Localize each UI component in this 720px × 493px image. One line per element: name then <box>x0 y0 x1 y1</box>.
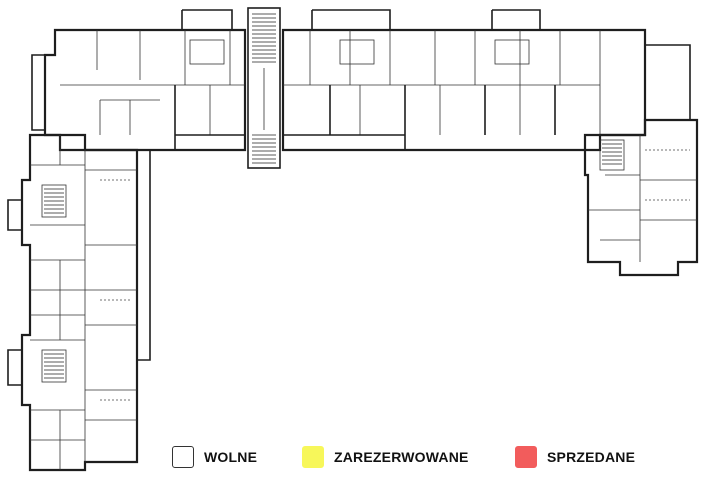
right-wing <box>583 118 699 277</box>
left-wing <box>7 133 151 472</box>
legend-label-zarezerwowane: ZAREZERWOWANE <box>334 449 469 465</box>
top-wing <box>31 9 691 152</box>
central-staircase <box>247 7 281 169</box>
legend-wolne: WOLNE <box>172 444 257 470</box>
reserved-swatch <box>302 446 324 468</box>
legend-label-sprzedane: SPRZEDANE <box>547 449 636 465</box>
legend-sprzedane: SPRZEDANE <box>515 444 635 470</box>
legend-zarezerwowane: ZAREZERWOWANE <box>302 444 469 470</box>
sold-swatch <box>515 446 537 468</box>
legend-label-wolne: WOLNE <box>204 449 258 465</box>
available-swatch <box>172 446 194 468</box>
